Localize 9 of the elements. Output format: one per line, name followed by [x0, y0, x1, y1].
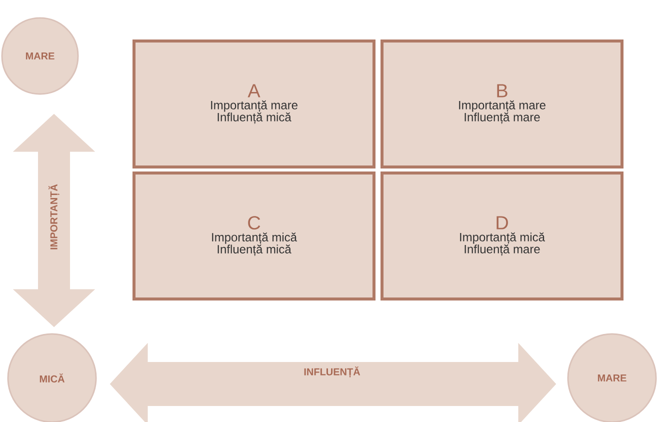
circle-label: MICĂ — [7, 333, 97, 422]
edge-label: IMPORTANȚĂ — [48, 184, 60, 250]
quadrant-box: A Importanță mare Influență mică — [132, 40, 376, 168]
circle-label: MARE — [1, 17, 79, 95]
edge-label: INFLUENȚĂ — [304, 366, 360, 378]
circle-label: MARE — [567, 333, 657, 422]
quadrant-box: C Importanță mică Influență mică — [132, 172, 376, 300]
quadrant-box: B Importanță mare Influență mare — [380, 40, 624, 168]
quadrant-box: D Importanță mică Influență mare — [380, 172, 624, 300]
